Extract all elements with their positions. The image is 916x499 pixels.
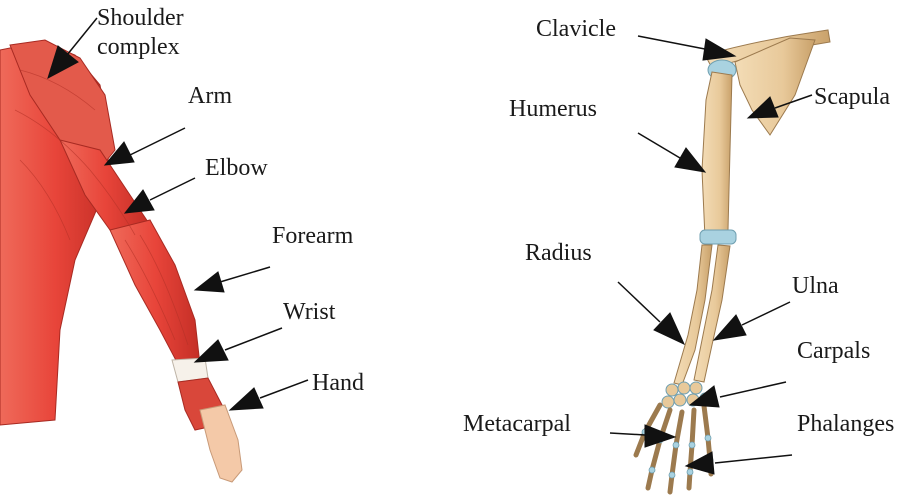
arrow-radius [618, 282, 684, 344]
arrow-elbow [125, 178, 195, 213]
label-humerus: Humerus [509, 95, 597, 123]
arrow-hand [230, 380, 308, 410]
label-shoulder-line1: Shoulder [97, 4, 184, 33]
label-hand: Hand [312, 369, 364, 397]
label-forearm: Forearm [272, 222, 353, 250]
arrow-wrist [195, 328, 282, 362]
arrow-forearm [195, 267, 270, 292]
label-clavicle: Clavicle [536, 15, 616, 43]
label-ulna: Ulna [792, 272, 839, 300]
label-shoulder-line2: complex [97, 33, 184, 62]
label-scapula: Scapula [814, 83, 890, 111]
humerus-bone [702, 72, 732, 240]
label-elbow: Elbow [205, 154, 268, 182]
forearm-muscle [110, 220, 200, 368]
label-carpals: Carpals [797, 337, 870, 365]
label-shoulder-complex: Shoulder complex [97, 4, 184, 62]
label-arm: Arm [188, 82, 232, 110]
label-metacarpal: Metacarpal [463, 410, 571, 438]
arrow-ulna [714, 302, 790, 340]
finger-bones [636, 405, 711, 492]
arrow-carpals [690, 382, 786, 407]
arrow-clavicle [638, 36, 735, 60]
label-wrist: Wrist [283, 298, 335, 326]
arrow-humerus [638, 133, 705, 172]
label-phalanges: Phalanges [797, 410, 894, 438]
label-radius: Radius [525, 239, 592, 267]
elbow-joint-cartilage [700, 230, 736, 244]
arrow-arm [105, 128, 185, 165]
hand-skin [200, 405, 242, 482]
arrow-phalanges [686, 452, 792, 474]
